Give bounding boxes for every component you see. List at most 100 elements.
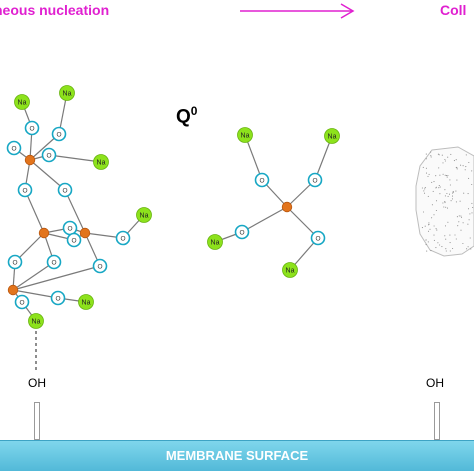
speckle-dot [468,219,470,221]
speckle-dot [433,181,435,183]
speckle-dot [448,193,451,195]
silicon-atom-circle [7,284,19,296]
oxygen-atom: O [17,182,33,198]
speckle-dot [454,234,456,236]
oxygen-atom-label: O [51,259,56,266]
speckle-dot [462,242,464,245]
speckle-dot [444,235,446,237]
oxygen-atom-ring [115,230,131,246]
speckle-dot [449,250,451,252]
colloidal-title: Coll [440,2,467,18]
speckle-dot [435,209,437,212]
heterogeneous-nucleation-title: neous nucleation [0,2,110,18]
oxygen-atom-ring [46,254,62,270]
speckle-dot [463,192,465,194]
sodium-atom: Na [93,154,109,170]
speckle-dot [452,190,454,193]
q0-label: Q0 [176,104,197,128]
speckle-dot [435,247,437,249]
speckle-dot [427,241,429,243]
speckle-dot [446,192,448,195]
speckle-dot [421,187,423,189]
speckle-dot [458,215,460,217]
speckle-dot [465,154,467,156]
speckle-dot [430,250,432,252]
speckle-dot [462,222,464,224]
sodium-atom-label: Na [97,160,106,167]
speckle-dot [437,153,439,155]
speckle-dot [444,160,446,162]
sodium-atom: Na [282,262,298,278]
oh-group-right: OH [426,376,444,390]
oxygen-atom-ring [307,172,323,188]
speckle-dot [442,162,444,164]
oxygen-atom-label: O [55,295,60,302]
bond-line [29,159,66,191]
speckle-dot [444,189,446,191]
speckle-dot [450,200,452,202]
oxygen-atom-label: O [56,131,61,138]
speckle-dot [425,244,427,246]
speckle-dot [449,242,451,244]
speckle-dot [427,230,430,232]
sodium-atom: Na [59,85,75,101]
speckle-dot [438,154,440,156]
sodium-atom-circle [207,234,223,250]
speckle-dot [431,217,433,219]
sodium-atom: Na [78,294,94,310]
speckle-dot [453,160,455,162]
sodium-atom: Na [324,128,340,144]
speckle-dot [442,173,444,175]
speckle-dot [422,211,425,213]
speckle-dot [437,242,439,244]
speckle-dot [435,175,437,177]
sodium-atom-circle [136,207,152,223]
oxygen-atom-label: O [22,187,27,194]
speckle-dot [436,229,438,231]
speckle-dot [460,164,462,166]
speckle-dot [444,174,446,176]
oxygen-atom-label: O [46,152,51,159]
speckle-dot [438,187,440,189]
oxygen-atom: O [50,290,66,306]
bond-line [12,265,101,291]
sodium-atom-label: Na [140,213,149,220]
speckle-dot [443,206,445,208]
sodium-atom-label: Na [18,100,27,107]
sodium-atom-label: Na [241,133,250,140]
speckle-dot [446,207,449,209]
speckle-dot [444,158,446,161]
silicon-atom [281,201,293,213]
speckle-dot [439,244,441,246]
oxygen-atom: O [24,120,40,136]
oxygen-atom: O [6,140,22,156]
speckle-dot [460,215,462,217]
oxygen-atom: O [307,172,323,188]
speckle-dot [445,238,447,240]
sodium-atom-label: Na [286,268,295,275]
speckle-dot [460,216,463,218]
sodium-atom-circle [93,154,109,170]
speckle-dot [441,154,443,156]
speckle-dot [444,195,446,197]
speckle-dot [432,190,434,192]
sodium-atom-circle [78,294,94,310]
bond-line [64,189,86,234]
oxygen-atom: O [57,182,73,198]
silicon-atom-circle [24,154,36,166]
speckle-dot [430,156,432,158]
speckle-dot [465,166,467,168]
speckle-dot [444,225,447,227]
speckle-dot [451,195,454,197]
silicon-atom-circle [281,201,293,213]
sodium-atom: Na [14,94,30,110]
bond-line [241,206,288,233]
speckle-dot [456,216,458,218]
surface-anchor-left [34,402,40,440]
q0-exponent: 0 [190,104,198,118]
oxygen-atom-ring [57,182,73,198]
surface-anchor-right [434,402,440,440]
speckle-dot [422,166,424,168]
speckle-dot [452,247,454,250]
